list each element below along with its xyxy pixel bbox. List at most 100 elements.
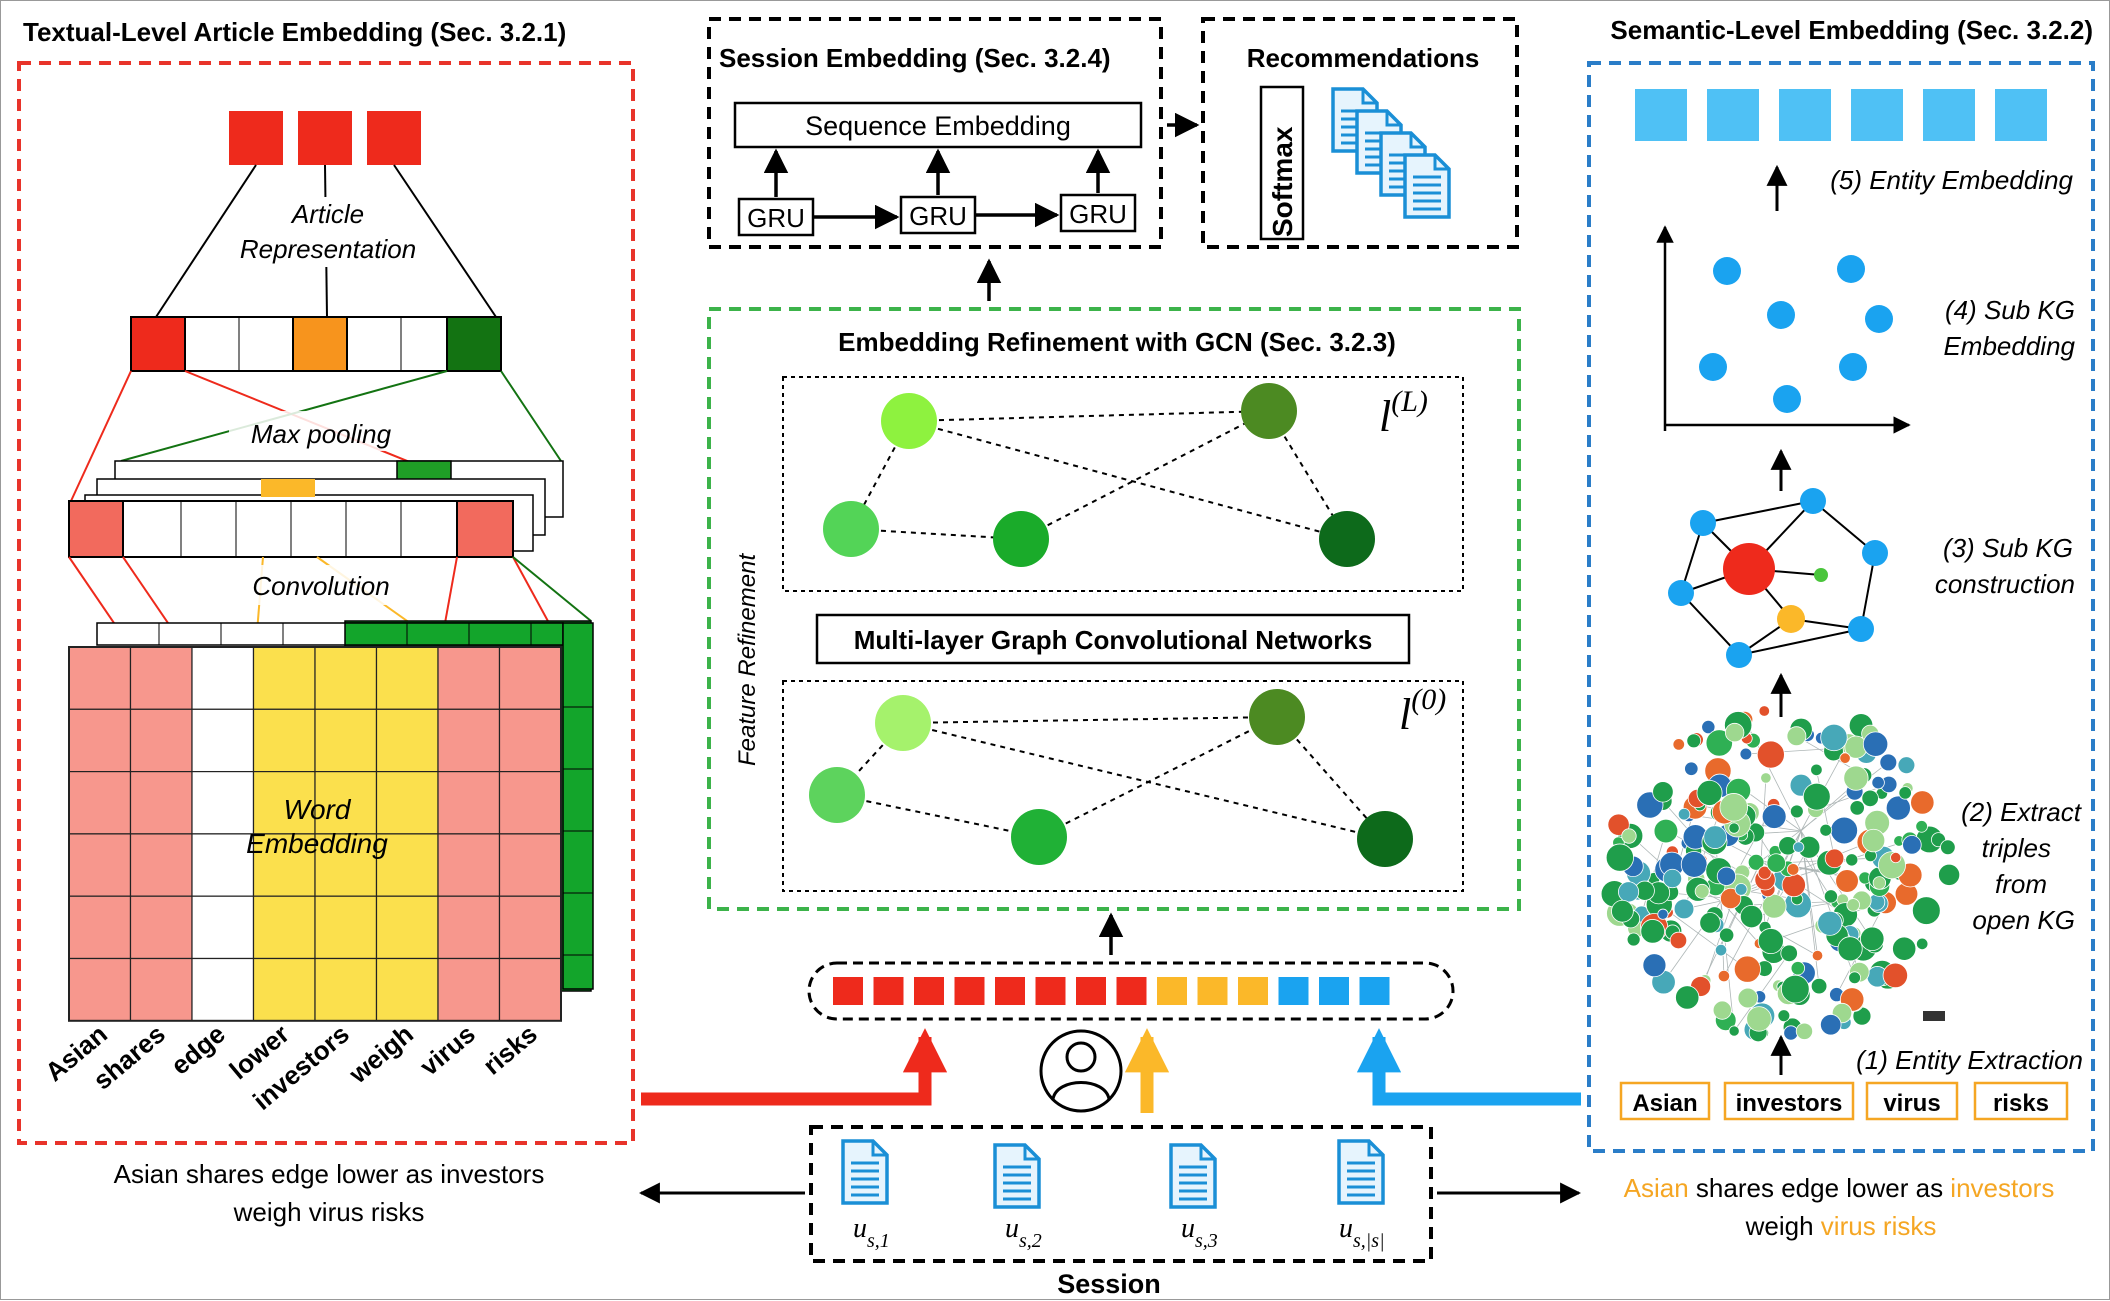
concat-cell [995, 977, 1025, 1005]
kg-node [1728, 1025, 1740, 1037]
kg-node [1684, 761, 1699, 776]
kg-node [1837, 936, 1863, 962]
kg-node [1790, 961, 1806, 976]
kg-node [1694, 883, 1710, 899]
kg-node [1823, 889, 1838, 904]
session-item-label: us,2 [1005, 1213, 1042, 1252]
session-doc-3 [1169, 1143, 1217, 1209]
entity-box [1619, 1081, 1711, 1121]
matrix-cell [437, 770, 501, 835]
step5-label: (5) Entity Embedding [1830, 165, 2073, 195]
word-label: edge [165, 1019, 231, 1081]
kg-node [1699, 912, 1721, 934]
entity-label: Asian [1632, 1090, 1697, 1117]
kg-node [1739, 904, 1764, 929]
kg-node [1890, 852, 1902, 864]
kg-node [1811, 949, 1824, 962]
kg-node [1724, 722, 1745, 743]
entity-box [1723, 1081, 1855, 1121]
gru-cell-2: GRU [899, 195, 977, 235]
session-doc-4 [1337, 1139, 1385, 1205]
matrix-cell [191, 770, 255, 835]
kg-node [1940, 839, 1956, 856]
kg-node [1792, 841, 1805, 853]
kg-node [1839, 752, 1851, 764]
matrix-cell [129, 770, 193, 835]
kg-node [1621, 828, 1637, 844]
word-embedding-label-2: Embedding [246, 828, 388, 859]
kg-node [1871, 775, 1885, 790]
concat-cell [1197, 977, 1228, 1005]
max-pooling-label: Max pooling [251, 419, 392, 449]
sub-kg-embedding-plot [1656, 225, 1911, 434]
kg-node [1862, 731, 1889, 757]
kg-node [1714, 944, 1728, 957]
semantic-panel-border [1587, 61, 2095, 1153]
kg-node [1817, 910, 1843, 936]
matrix-cell [498, 646, 562, 710]
matrix-cell [252, 895, 316, 960]
open-kg-graph [1600, 705, 1961, 1043]
session-doc-2 [993, 1143, 1041, 1209]
kg-node [1897, 756, 1916, 775]
kg-node [1789, 804, 1804, 819]
session-item-label: us,1 [853, 1213, 890, 1252]
kg-node [1885, 795, 1911, 821]
concat-cell [954, 977, 985, 1005]
entity-label: investors [1736, 1090, 1843, 1117]
kg-node [1672, 738, 1685, 751]
session-item-label: us,|s| [1339, 1213, 1385, 1252]
session-embedding-title: Session Embedding (Sec. 3.2.4) [719, 43, 1111, 73]
session-box [809, 1125, 1433, 1263]
matrix-cell [375, 646, 439, 710]
matrix-cell [498, 833, 562, 897]
kg-node [1910, 790, 1935, 815]
kg-node [1686, 733, 1702, 749]
textual-to-concat-arrow [641, 1028, 948, 1106]
kg-node [1701, 719, 1716, 735]
recommendations-box [1201, 17, 1519, 249]
sequence-embedding-box [733, 101, 1143, 149]
matrix-cell [129, 833, 193, 897]
concat-cell [1157, 977, 1187, 1005]
matrix-cell [314, 708, 378, 773]
kg-node [1642, 953, 1667, 978]
matrix-cell [498, 957, 562, 1022]
feature-refinement-label: Feature Refinement [734, 553, 761, 766]
step4-label-2: Embedding [1943, 331, 2075, 361]
concat-cell [1278, 977, 1309, 1005]
kg-node [1879, 753, 1898, 772]
step2-label-1: (2) Extract [1961, 797, 2083, 827]
kg-node [1915, 820, 1928, 833]
concat-cell [873, 977, 904, 1005]
concat-cell [1076, 977, 1106, 1005]
multi-layer-gcn-label: Multi-layer Graph Convolutional Networks [854, 625, 1373, 655]
layer-label-bottom: l(0) [1399, 683, 1446, 739]
recommended-docs-icon [1331, 87, 1451, 219]
matrix-cell [68, 895, 132, 960]
kg-node [1611, 899, 1634, 923]
semantic-title: Semantic-Level Embedding (Sec. 3.2.2) [1610, 15, 2093, 45]
kg-node [1882, 962, 1908, 989]
matrix-cell [191, 957, 255, 1022]
kg-node [1673, 898, 1695, 920]
matrix-cell [191, 833, 255, 897]
kg-node [1712, 1000, 1732, 1020]
kg-node [1820, 1014, 1842, 1036]
kg-node [1662, 868, 1683, 889]
kg-node [1734, 883, 1748, 896]
kg-node [1810, 763, 1823, 777]
step2-label-3: from [1995, 869, 2047, 899]
softmax-box [1259, 85, 1305, 241]
sub-kg-graph [1668, 488, 1888, 668]
kg-node [1846, 898, 1860, 912]
kg-node [1861, 828, 1886, 853]
kg-node [1848, 971, 1861, 985]
graph-layer-bottom [809, 689, 1413, 867]
kg-node [1783, 1025, 1799, 1041]
matrix-cell [314, 770, 378, 835]
kg-node [1757, 928, 1784, 955]
step3-label-1: (3) Sub KG [1943, 533, 2073, 563]
kg-node [1626, 932, 1641, 947]
